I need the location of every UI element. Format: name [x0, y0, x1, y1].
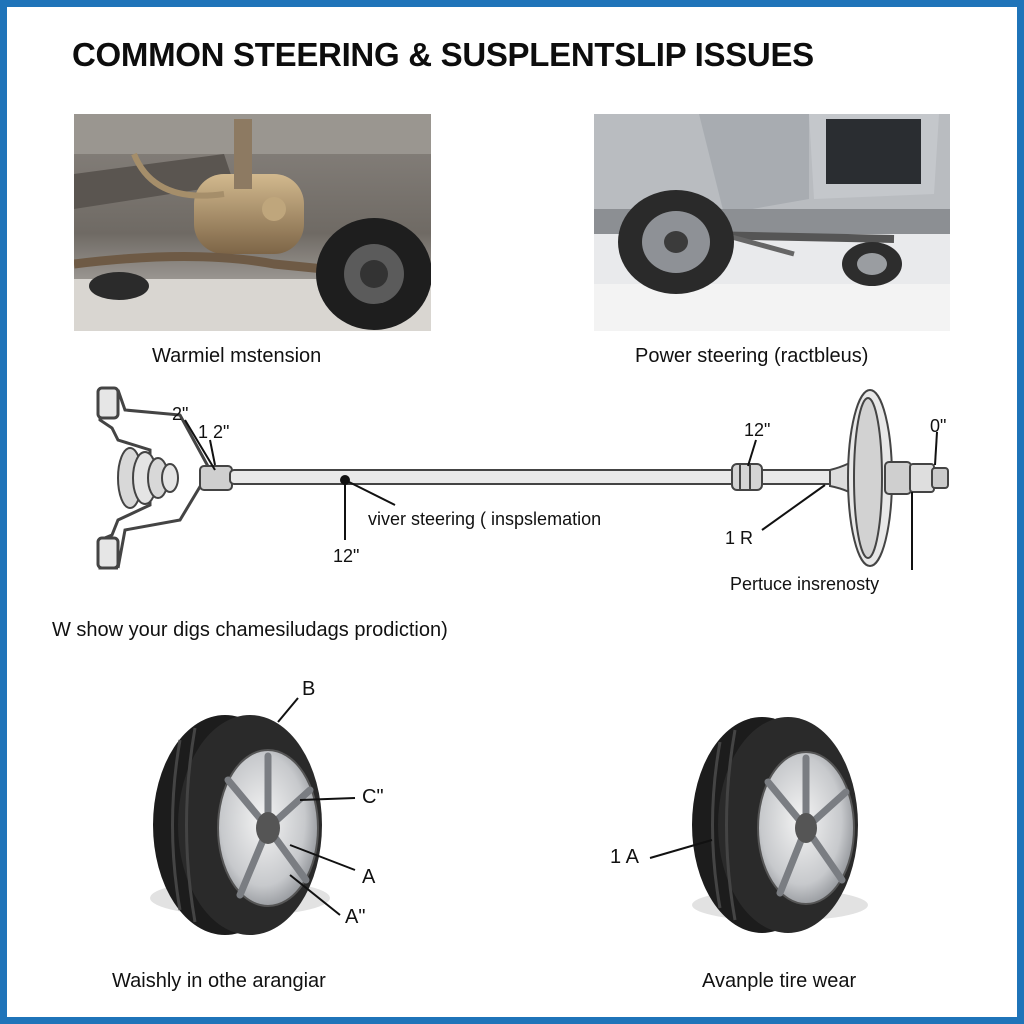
power-steering-caption: Power steering (ractbleus) — [635, 345, 869, 367]
power-steering-photo — [594, 114, 950, 331]
rack-label-12in-bottom: 12" — [333, 546, 360, 566]
tire-section-caption: W show your digs chamesiludags prodictio… — [52, 619, 448, 641]
tire-label-b: B — [302, 678, 316, 700]
diagram-title: COMMON STEERING & SUSPLENTSLIP ISSUES — [72, 36, 814, 73]
tire-label-1a: 1 A — [610, 846, 639, 868]
rack-right-caption: Pertuce insrenosty — [730, 574, 880, 594]
right-tire-caption: Avanple tire wear — [702, 970, 857, 992]
rack-label-1r: 1 R — [725, 528, 754, 548]
tire-label-c: C" — [362, 786, 384, 808]
rack-label-0in: 0" — [930, 416, 947, 436]
rack-label-2in: 2" — [172, 404, 189, 424]
rack-label-center: viver steering ( inspslemation — [368, 509, 602, 529]
left-tire-caption: Waishly in othe arangiar — [112, 970, 326, 992]
suspension-caption: Warmiel mstension — [152, 345, 322, 367]
rack-label-12in-left: 1 2" — [198, 422, 230, 442]
rack-label-12in-right: 12" — [744, 420, 771, 440]
suspension-photo — [74, 114, 431, 331]
tire-label-a: A — [362, 866, 376, 888]
tire-label-a2: A" — [345, 906, 366, 928]
